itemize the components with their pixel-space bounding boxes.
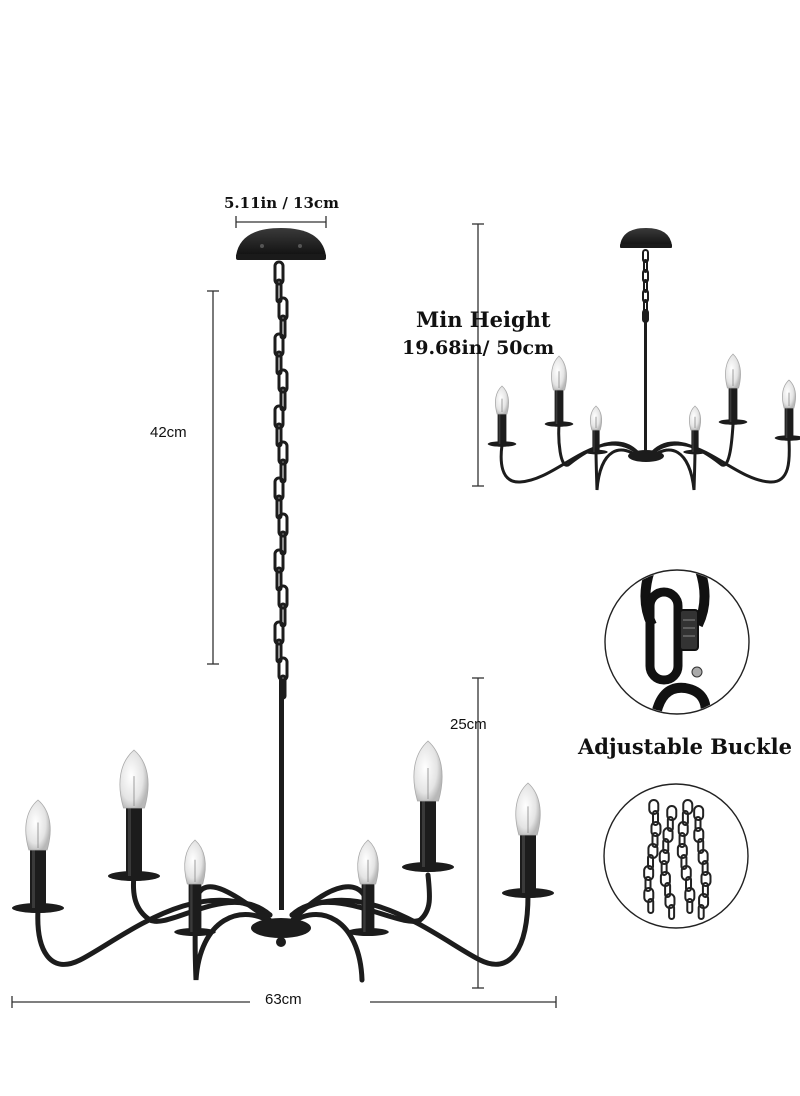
width-label: 63cm <box>265 991 302 1008</box>
canopy-width-label: 5.11in / 13cm <box>224 194 339 212</box>
min-height-chandelier <box>487 228 800 491</box>
main-chandelier <box>12 228 554 983</box>
min-height-title: Min Height <box>416 307 551 332</box>
body-height-label: 25cm <box>450 716 487 733</box>
chain-length-label: 42cm <box>150 424 187 441</box>
dimension-lines <box>11 216 557 1008</box>
min-height-value: 19.68in/ 50cm <box>402 337 555 359</box>
buckle-detail-circle <box>604 569 750 715</box>
adjustable-buckle-label: Adjustable Buckle <box>578 734 792 759</box>
chain-detail-circle <box>603 783 749 929</box>
